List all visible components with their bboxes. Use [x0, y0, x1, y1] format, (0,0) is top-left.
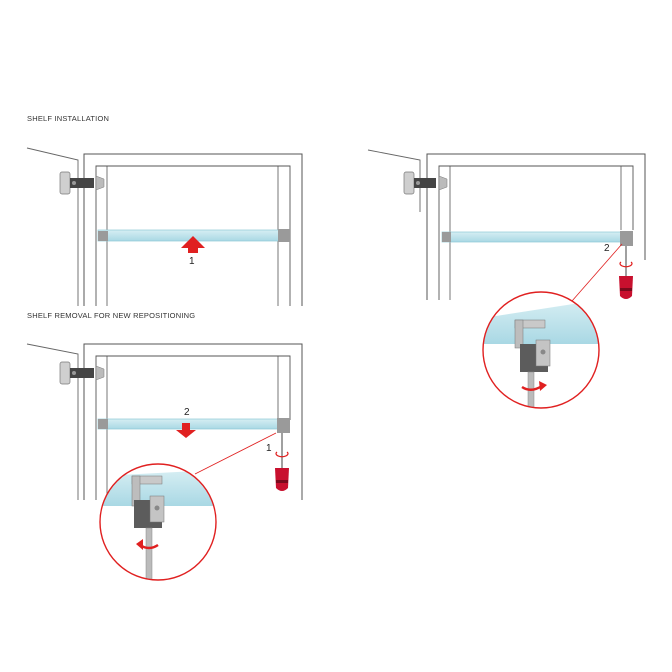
- hinge-icon: [59, 361, 105, 385]
- glass-shelf-3: [97, 418, 289, 430]
- shelf-support-bracket-right: [278, 229, 290, 242]
- screwdriver-icon: [275, 433, 289, 491]
- rotate-arrow-icon: [521, 381, 547, 391]
- heading-shelf-installation: SHELF INSTALLATION: [27, 114, 110, 123]
- panel-installation: 1: [26, 147, 303, 306]
- open-door-3: [26, 343, 79, 500]
- panel-screw-fixing: 2: [367, 149, 646, 409]
- shelf-support-bracket-icon: [131, 475, 165, 528]
- cabinet-frame-inner-3: [95, 355, 291, 500]
- down-arrow-icon: [176, 423, 196, 438]
- shelf-support-bracket-left-3: [98, 419, 108, 429]
- hinge-icon: [59, 171, 105, 195]
- shelf-support-bracket-icon: [514, 319, 551, 372]
- detail-callout-screw-fixing: [482, 291, 600, 409]
- panel-removal: 2 1: [26, 343, 303, 581]
- cabinet-frame-inner-2: [438, 165, 634, 300]
- heading-shelf-removal: SHELF REMOVAL FOR NEW REPOSITIONING: [27, 311, 196, 320]
- shelf-support-bracket-right-2: [620, 231, 633, 246]
- callout-leader-3: [194, 432, 277, 475]
- cabinet-frame-outer-2: [426, 153, 646, 300]
- glass-shelf-2: [441, 231, 631, 243]
- step-number-removal-unscrew: 1: [266, 443, 272, 454]
- callout-leader-2: [571, 243, 623, 302]
- open-door: [26, 147, 79, 306]
- hinge-icon: [403, 171, 448, 195]
- cabinet-frame-outer: [83, 153, 303, 306]
- shelf-support-bracket-right-3: [277, 418, 290, 433]
- step-number-install-screw: 2: [604, 243, 610, 254]
- screwdriver-icon: [619, 246, 633, 299]
- step-number-removal-pull: 2: [184, 407, 190, 418]
- detail-callout-removal: [99, 463, 217, 581]
- open-door-2: [367, 149, 421, 212]
- step-number-install-push: 1: [189, 256, 195, 267]
- shelf-support-bracket-left: [98, 231, 108, 241]
- shelf-support-bracket-left-2: [442, 232, 451, 242]
- up-arrow-icon: [181, 236, 205, 253]
- cabinet-frame-outer-3: [83, 343, 303, 500]
- rotate-arrow-icon: [136, 539, 159, 550]
